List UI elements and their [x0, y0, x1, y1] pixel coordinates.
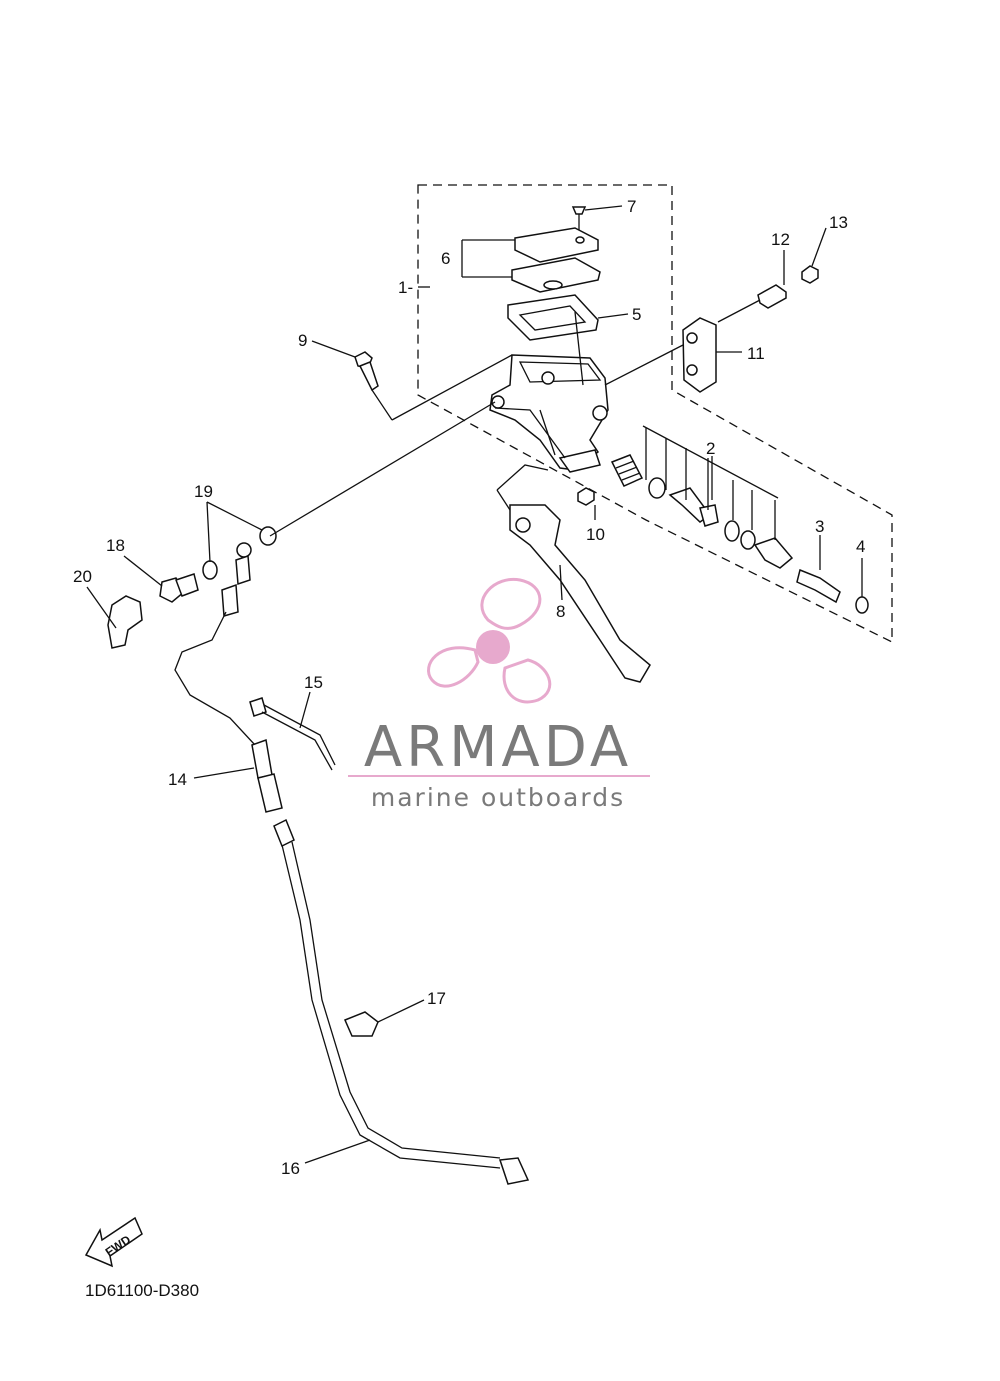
callout-19: 19 — [194, 482, 213, 501]
plate-hole — [543, 280, 563, 290]
bolt-12 — [717, 284, 787, 323]
callout-10: 10 — [586, 525, 605, 544]
washer-19b — [202, 560, 218, 580]
callout-labels: 1- 2 3 4 5 6 7 8 9 10 11 12 13 14 15 16 … — [73, 197, 865, 1178]
diaphragm-plate — [511, 257, 601, 293]
piston-kit — [610, 425, 794, 569]
callout-3: 3 — [815, 517, 824, 536]
brake-lever — [509, 504, 651, 683]
armada-watermark: ARMADA marine outboards — [348, 577, 650, 812]
callout-8: 8 — [556, 602, 565, 621]
fwd-arrow-icon: FWD — [84, 1216, 143, 1268]
callout-6: 6 — [441, 249, 450, 268]
pivot-bolt-9 — [354, 351, 379, 392]
callout-7: 7 — [627, 197, 636, 216]
callout-18: 18 — [106, 536, 125, 555]
cap-screw-7 — [571, 206, 587, 232]
callout-4: 4 — [856, 537, 865, 556]
band-15 — [249, 697, 336, 771]
callout-20: 20 — [73, 567, 92, 586]
callout-17: 17 — [427, 989, 446, 1008]
brake-hose-14 — [174, 542, 283, 813]
assembly-boundary — [417, 184, 893, 644]
callout-13: 13 — [829, 213, 848, 232]
washer-19a — [259, 526, 277, 546]
holder-11 — [682, 317, 717, 393]
callout-16: 16 — [281, 1159, 300, 1178]
callout-12: 12 — [771, 230, 790, 249]
watermark-title: ARMADA — [364, 715, 632, 780]
cover-20 — [107, 595, 143, 649]
propeller-hub-icon — [476, 630, 510, 664]
union-bolt-18 — [159, 573, 199, 603]
watermark-subtitle: marine outboards — [371, 783, 625, 812]
brake-hose-16 — [273, 818, 530, 1185]
push-rod-3 — [796, 568, 841, 604]
cap-hole — [575, 236, 585, 244]
callout-9: 9 — [298, 331, 307, 350]
clamp-17 — [344, 1011, 379, 1037]
callout-5: 5 — [632, 305, 641, 324]
callout-1: 1- — [398, 278, 413, 297]
cap-4 — [855, 596, 869, 614]
diaphragm — [507, 294, 599, 341]
master-cylinder-body — [489, 354, 609, 473]
nut-10 — [577, 487, 595, 506]
nut-13 — [801, 265, 819, 284]
propeller-logo-icon — [427, 577, 552, 704]
callout-14: 14 — [168, 770, 187, 789]
callout-11: 11 — [747, 344, 765, 363]
callout-15: 15 — [304, 673, 323, 692]
diagram-code: 1D61100-D380 — [85, 1281, 199, 1300]
reservoir-cap — [514, 227, 599, 263]
leader-lines — [86, 205, 863, 1164]
callout-2: 2 — [706, 439, 715, 458]
